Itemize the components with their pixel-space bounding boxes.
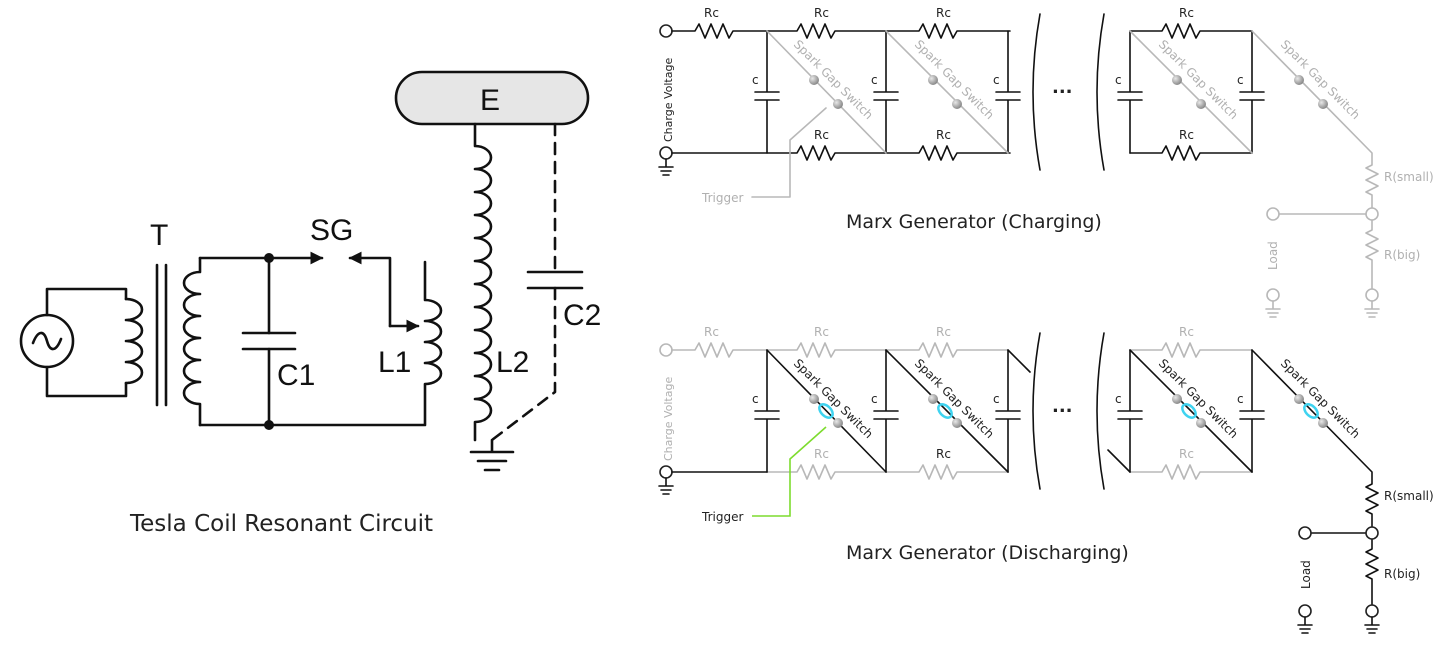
switch-label: Spark Gap Switch <box>791 356 876 441</box>
load-label: Load <box>1299 560 1313 589</box>
cap-label: c <box>1237 392 1244 406</box>
cap-label: c <box>752 73 759 87</box>
cap-label: c <box>752 392 759 406</box>
r-big-label: R(big) <box>1384 248 1420 262</box>
rc-label: Rc <box>704 6 719 20</box>
rc-label: Rc <box>704 325 719 339</box>
rc-label: Rc <box>936 6 951 20</box>
transformer-core <box>155 263 168 407</box>
rc-label: Rc <box>1179 128 1194 142</box>
tesla-coil-circuit: T SG E C1 L1 L2 C2 Tesla Coil Resonant C… <box>19 70 601 537</box>
r-small-label: R(small) <box>1384 170 1434 184</box>
capacitor-c2 <box>490 122 584 442</box>
switch-label: Spark Gap Switch <box>1278 356 1363 441</box>
charge-voltage-label: Charge Voltage <box>662 58 675 142</box>
cap-label: c <box>993 392 1000 406</box>
transformer-secondary <box>182 256 202 427</box>
label-l1: L1 <box>378 346 411 379</box>
label-l2: L2 <box>496 346 529 379</box>
spark-glow-icons <box>809 394 1328 428</box>
ground-icon <box>469 438 515 472</box>
transformer-primary <box>124 297 144 385</box>
r-big-label: R(big) <box>1384 567 1420 581</box>
switch-label: Spark Gap Switch <box>1156 356 1241 441</box>
cap-label: c <box>1115 73 1122 87</box>
cap-label: c <box>871 392 878 406</box>
cap-label: c <box>871 73 878 87</box>
cap-label: c <box>1237 73 1244 87</box>
rc-label: Rc <box>936 128 951 142</box>
marx-discharging-caption: Marx Generator (Discharging) <box>846 542 1129 564</box>
rc-label: Rc <box>1179 6 1194 20</box>
label-t: T <box>150 219 168 252</box>
switch-label: Spark Gap Switch <box>1156 37 1241 122</box>
ac-source-icon <box>19 313 75 369</box>
marx-charging-circuit: Charge Voltage ... <box>658 6 1434 318</box>
spark-gap-balls-charging <box>809 75 1328 109</box>
cap-label: c <box>993 73 1000 87</box>
primary-bottom-wire <box>198 383 427 427</box>
rc-label: Rc <box>814 447 829 461</box>
spark-gap-right-wire <box>348 251 392 328</box>
marx-charging-caption: Marx Generator (Charging) <box>846 211 1102 233</box>
load-label: Load <box>1266 241 1280 270</box>
switch-label: Spark Gap Switch <box>912 356 997 441</box>
marx-discharging-circuit: Charge Voltage <box>658 325 1434 634</box>
tesla-caption: Tesla Coil Resonant Circuit <box>129 511 433 537</box>
coil-l2 <box>473 122 493 442</box>
terminal-e <box>394 70 590 126</box>
capacitor-c1 <box>241 253 297 430</box>
charge-voltage-label: Charge Voltage <box>662 377 675 461</box>
rc-label: Rc <box>814 325 829 339</box>
ellipsis-charging: ... <box>1052 77 1073 98</box>
ellipsis-discharging: ... <box>1052 396 1073 417</box>
coil-l1 <box>423 260 443 386</box>
label-c1: C1 <box>277 359 315 392</box>
label-c2: C2 <box>563 299 601 332</box>
trigger-label: Trigger <box>701 510 743 524</box>
r-small-label: R(small) <box>1384 489 1434 503</box>
rc-label: Rc <box>936 325 951 339</box>
switch-label: Spark Gap Switch <box>912 37 997 122</box>
cap-label: c <box>1115 392 1122 406</box>
switch-label: Spark Gap Switch <box>791 37 876 122</box>
source-wire <box>45 287 128 398</box>
label-e: E <box>480 84 500 117</box>
rc-label: Rc <box>1179 447 1194 461</box>
trigger-label: Trigger <box>701 191 743 205</box>
rc-label: Rc <box>814 128 829 142</box>
rc-label: Rc <box>1179 325 1194 339</box>
label-sg: SG <box>310 214 353 247</box>
rc-label: Rc <box>936 447 951 461</box>
rc-label: Rc <box>814 6 829 20</box>
switch-label: Spark Gap Switch <box>1278 37 1363 122</box>
